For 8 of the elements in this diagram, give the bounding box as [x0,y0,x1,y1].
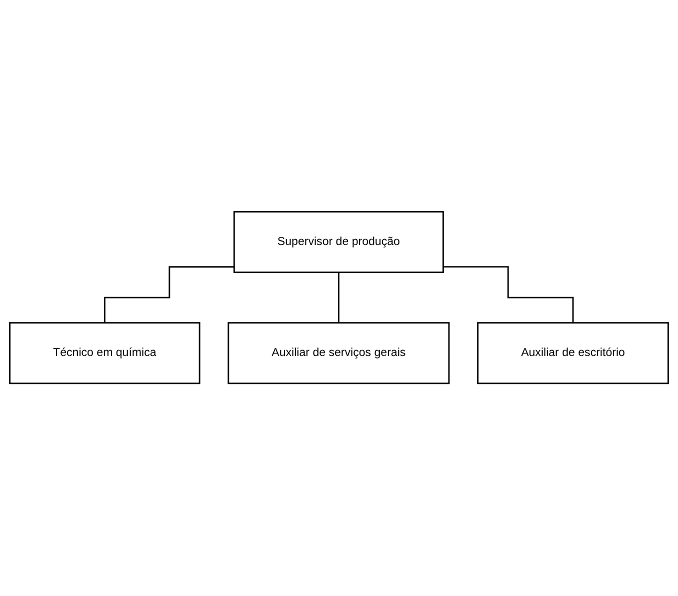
node-box [228,322,450,385]
org-chart-drawing: Supervisor de produção Técnico em química Auxiliar de serviços gerais Auxiliar de escritório [4,206,674,390]
connector [338,272,340,324]
node-box [9,322,200,385]
connector [104,266,234,324]
connector [443,266,574,324]
node-box [233,211,444,274]
node-box [477,322,669,385]
